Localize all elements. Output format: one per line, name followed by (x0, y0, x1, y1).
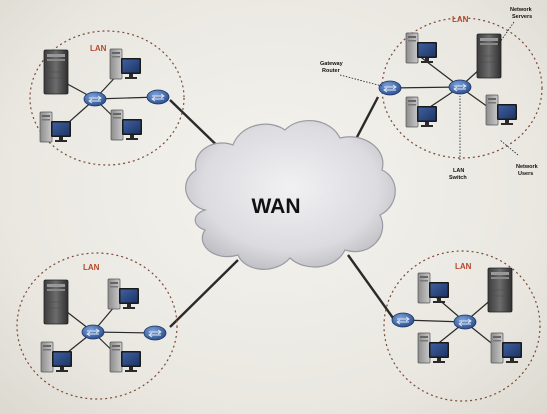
gateway-router-icon (378, 80, 402, 96)
network-users-pointer (499, 139, 519, 156)
workstation (40, 112, 71, 142)
gateway-router-pointer (339, 74, 383, 87)
network-servers-label-line2: Servers (512, 14, 532, 20)
lan-switch-icon (83, 91, 107, 107)
lan-bottom-left: LAN (16, 252, 178, 400)
lan-label: LAN (455, 262, 472, 271)
router-icon (143, 325, 167, 341)
workstation (108, 279, 139, 309)
workstation (110, 342, 141, 372)
lan-label: LAN (83, 263, 100, 272)
server-tower (43, 49, 69, 95)
wan-cloud: WAN (185, 119, 396, 270)
network-users-label-line2: Users (518, 171, 533, 177)
workstation (111, 110, 142, 140)
workstation (418, 273, 449, 303)
workstation (486, 95, 517, 125)
lan-bottom-right: LAN (383, 250, 541, 402)
router-icon (146, 89, 170, 105)
workstation (491, 333, 522, 363)
workstation (418, 333, 449, 363)
lan-switch-label-line1: LAN (453, 168, 464, 174)
server-tower (43, 279, 69, 325)
server-tower (487, 267, 513, 313)
lan-label: LAN (452, 15, 469, 24)
lan-switch-icon (81, 324, 105, 340)
lan-label: LAN (90, 44, 107, 53)
lan-top-right: LAN Gateway Router Network Servers Netwo… (320, 7, 543, 181)
workstation (406, 97, 437, 127)
network-server-tower (476, 33, 502, 79)
wan-label: WAN (252, 195, 301, 218)
gateway-router-label-line1: Gateway (320, 61, 344, 67)
link-bottom-right (347, 254, 394, 319)
lan-switch-icon (453, 314, 477, 330)
gateway-router-label-line2: Router (322, 68, 341, 74)
workstation (110, 49, 141, 79)
lan-top-left: LAN (29, 30, 185, 166)
network-users-label-line1: Network (516, 164, 539, 170)
router-icon (391, 312, 415, 328)
network-servers-label-line1: Network (510, 7, 533, 13)
workstation (406, 33, 437, 63)
lan-switch-label-line2: Switch (449, 175, 467, 181)
workstation (41, 342, 72, 372)
lan-switch-icon (448, 79, 472, 95)
link-bottom-left (169, 259, 239, 328)
